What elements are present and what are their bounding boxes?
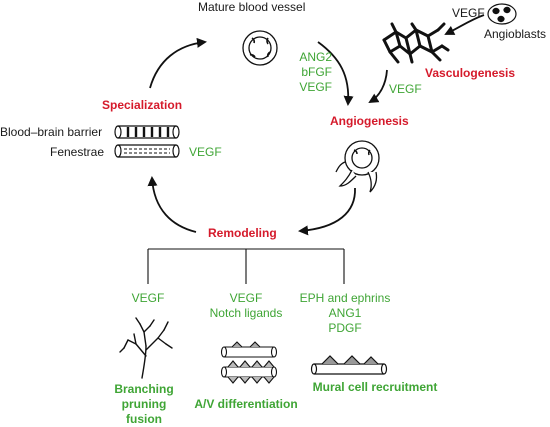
arrow-vasculogenesis-to-angiogenesis: [368, 69, 388, 104]
angioblast-cells-icon: [487, 3, 517, 25]
outcome-fusion: fusion: [126, 412, 162, 426]
factor-ang2: ANG2: [299, 50, 332, 64]
outcome-branching: Branching: [114, 382, 174, 396]
remodeling-branch-lines: [147, 248, 345, 284]
arrow-angioblasts-to-plexus: [444, 14, 485, 35]
outcome-pruning: pruning: [121, 397, 167, 411]
mature-vessel-label: Mature blood vessel: [198, 0, 306, 14]
bbb-label: Blood–brain barrier: [0, 125, 103, 139]
outcome-mural-cell-recruitment: Mural cell recruitment: [312, 380, 438, 394]
arrow-mature-to-angiogenesis: [317, 41, 354, 106]
arrow-angiogenesis-to-remodeling: [298, 187, 356, 236]
branch2-factor-notch: Notch ligands: [209, 306, 283, 320]
fenestrae-label: Fenestrae: [50, 145, 105, 159]
fenestrated-vessel-icon: [114, 144, 180, 158]
stage-remodeling: Remodeling: [208, 226, 277, 240]
mature-vessel-icon: [242, 30, 278, 66]
factor-bfgf: bFGF: [301, 65, 332, 79]
vascular-plexus-icon: [382, 22, 450, 64]
stage-specialization: Specialization: [102, 98, 183, 112]
branch3-factor-pdgf: PDGF: [328, 321, 362, 335]
vegf-source-label: VEGF: [452, 6, 485, 20]
mural-cell-vessel-icon: [310, 355, 388, 375]
branch3-factor-eph: EPH and ephrins: [299, 291, 391, 305]
branching-tree-icon: [119, 317, 173, 379]
av-vessels-icon: [220, 341, 278, 384]
arrow-specialization-to-mature: [149, 37, 207, 89]
outcome-av-differentiation: A/V differentiation: [194, 397, 298, 411]
stage-vasculogenesis: Vasculogenesis: [425, 66, 516, 80]
stage-angiogenesis: Angiogenesis: [330, 114, 409, 128]
factor-vegf-vasculogenesis: VEGF: [389, 82, 422, 96]
factor-vegf-maturation: VEGF: [299, 80, 332, 94]
sprouting-vessel-icon: [335, 140, 380, 193]
factor-vegf-fenestrae: VEGF: [189, 145, 222, 159]
branch3-factor-ang1: ANG1: [328, 306, 362, 320]
branch2-factor-vegf: VEGF: [229, 291, 263, 305]
angioblasts-label: Angioblasts: [484, 27, 547, 41]
bbb-vessel-icon: [114, 125, 180, 139]
branch1-factor: VEGF: [131, 291, 165, 305]
arrow-remodeling-to-specialization: [147, 176, 197, 233]
